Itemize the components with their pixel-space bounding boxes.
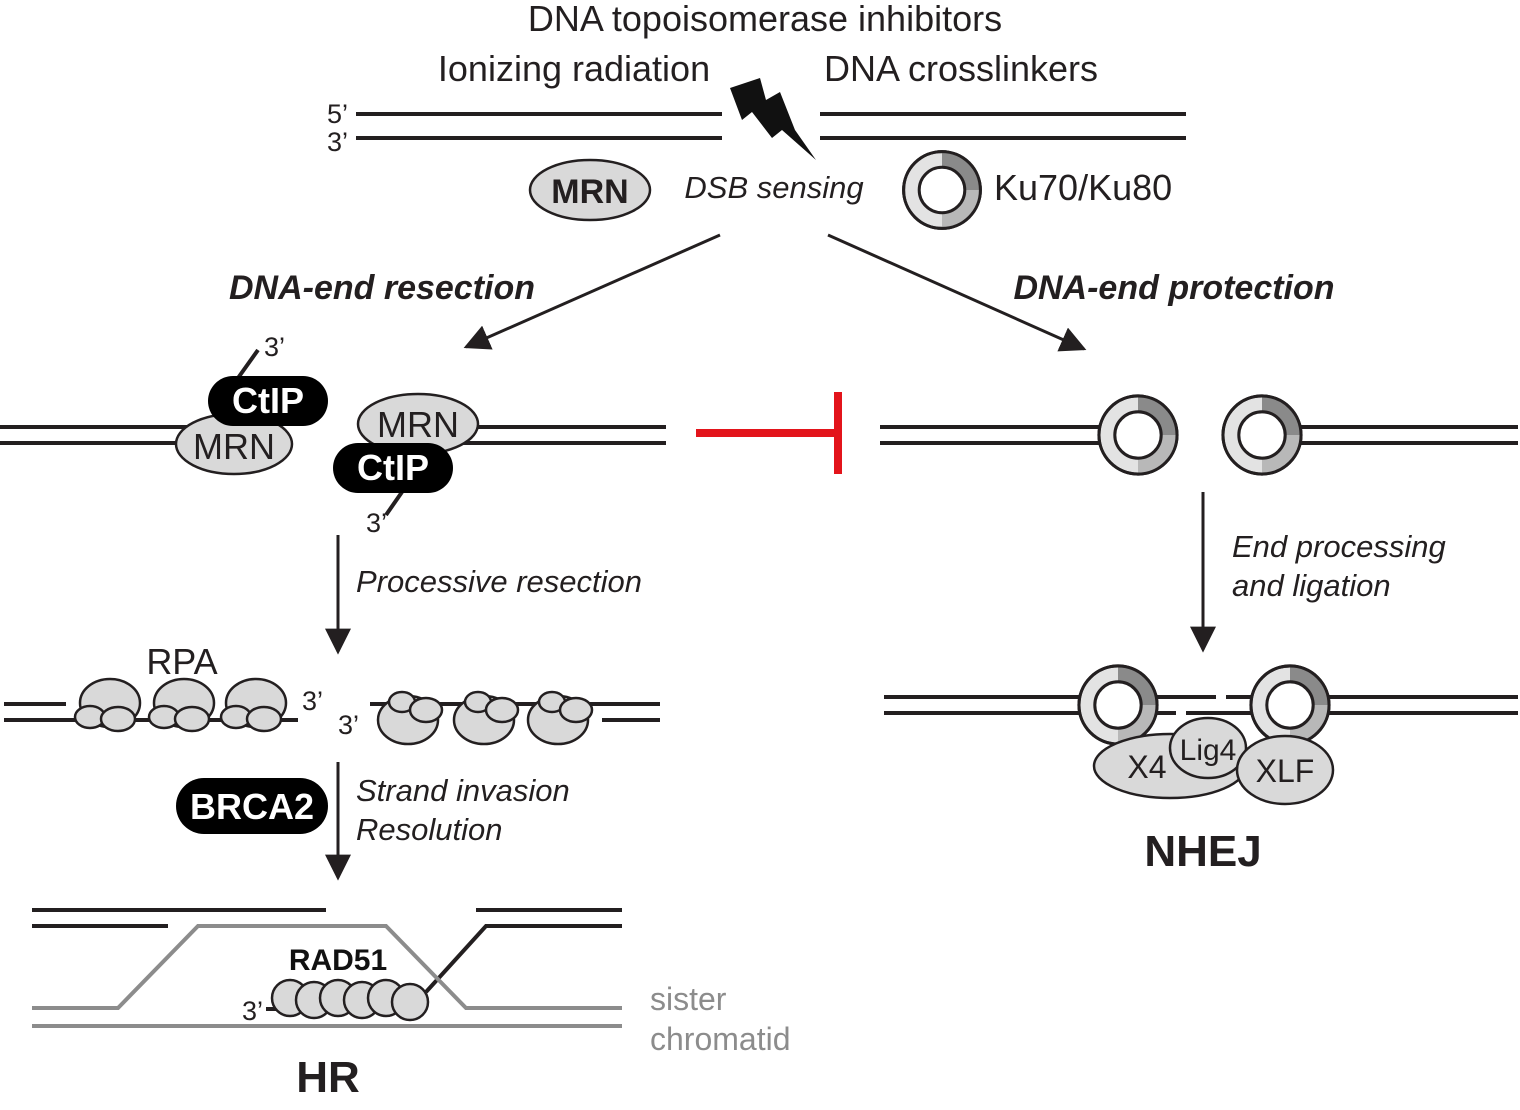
dna-crosslinkers-label: DNA crosslinkers (824, 48, 1098, 89)
ku-ring-icon (902, 150, 982, 230)
ctip-right-label: CtIP (357, 447, 429, 488)
ctip-right (333, 443, 453, 493)
lig4-label: Lig4 (1180, 734, 1237, 767)
three-prime-left: 3’ (264, 332, 285, 362)
rpa-protein-2 (147, 677, 216, 733)
mrn-right-label: MRN (377, 404, 459, 445)
xlf-protein (1235, 734, 1335, 806)
three-prime-right: 3’ (366, 508, 387, 538)
rpa-label: RPA (146, 641, 217, 682)
ligated-dna (884, 695, 1518, 715)
resolution-label: Resolution (356, 812, 502, 847)
processive-resection-label: Processive resection (356, 564, 642, 599)
end-processing-label: End processing (1232, 529, 1446, 564)
dna-end-resection-label: DNA-end resection (229, 269, 535, 307)
three-prime-label: 3’ (327, 127, 348, 157)
resection-arrow (463, 233, 721, 350)
ku70-ku80-label: Ku70/Ku80 (994, 167, 1172, 208)
top-title: DNA topoisomerase inhibitors (528, 0, 1002, 39)
rpa-protein-6 (526, 690, 594, 746)
rpa-protein-3 (219, 677, 288, 733)
protection-arrow (827, 233, 1087, 352)
brca2-label: BRCA2 (190, 786, 314, 827)
nhej-title: NHEJ (1144, 827, 1261, 876)
rad51-label: RAD51 (289, 944, 387, 977)
ctip-left-label: CtIP (232, 380, 304, 421)
rpa-three-prime-left: 3’ (302, 686, 323, 716)
ctip-left (208, 376, 328, 426)
mrn-complex (528, 158, 652, 222)
strand-invasion-label: Strand invasion (356, 773, 570, 808)
rpa-protein-5 (452, 690, 520, 746)
mrn-left-label: MRN (193, 426, 275, 467)
inhibition-symbol (696, 392, 842, 474)
dsb-sensing-label: DSB sensing (684, 170, 863, 205)
and-ligation-label: and ligation (1232, 568, 1391, 603)
rad51-three-prime: 3’ (242, 996, 263, 1026)
rad51-filament (270, 978, 430, 1022)
brca2-protein (176, 778, 328, 834)
lightning-bolt-icon (730, 78, 816, 160)
chromatid-label: chromatid (650, 1021, 791, 1057)
hr-strands (32, 908, 622, 1028)
mrn-label: MRN (551, 173, 628, 211)
hr-title: HR (296, 1053, 360, 1102)
ku-ring-right (1221, 394, 1303, 476)
x4-label: X4 (1127, 749, 1166, 785)
ku-ring-nhej-left (1077, 664, 1159, 746)
resection-dna (0, 348, 666, 517)
rpa-protein-4 (376, 690, 444, 746)
five-prime-label: 5’ (327, 99, 348, 129)
ionizing-radiation-label: Ionizing radiation (438, 48, 710, 89)
lig4-protein (1168, 716, 1248, 780)
rpa-protein-1 (73, 677, 142, 733)
protected-dna (880, 425, 1518, 445)
xlf-label: XLF (1256, 753, 1315, 789)
ku-ring-nhej-right (1249, 664, 1331, 746)
broken-dna-duplex (356, 112, 1186, 140)
ku-ring-left (1097, 394, 1179, 476)
rpa-three-prime-right: 3’ (338, 710, 359, 740)
sister-label: sister (650, 981, 727, 1017)
dna-end-protection-label: DNA-end protection (1013, 269, 1334, 307)
